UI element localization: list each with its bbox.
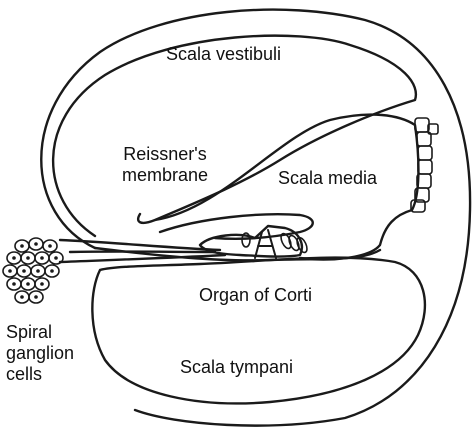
scala-tympani-wall (91, 256, 427, 405)
organ-of-corti-structure (198, 224, 304, 258)
spiral-ganglion-nuclei (8, 242, 58, 299)
stria-vascularis-cells (410, 117, 439, 213)
label-organ-of-corti: Organ of Corti (199, 285, 313, 305)
cochlear-nerve-fibers (58, 238, 227, 264)
label-spiral-ganglion-cells: Spiral ganglion cells (6, 322, 74, 385)
reissners-membrane-boundary (51, 34, 418, 238)
label-scala-vestibuli: Scala vestibuli (166, 44, 282, 64)
label-scala-media: Scala media (278, 168, 378, 188)
label-spiral-ganglion-line3: cells (6, 364, 43, 384)
hair-cells (241, 232, 308, 254)
label-spiral-ganglion-line1: Spiral (6, 322, 53, 342)
pillar-cells (254, 229, 277, 259)
outer-cochlear-wall (40, 8, 472, 427)
label-scala-tympani: Scala tympani (180, 357, 294, 377)
label-reissners-membrane: Reissner's membrane (110, 144, 220, 186)
label-reissners-membrane-line2: membrane (121, 165, 209, 185)
label-reissners-membrane-line1: Reissner's (123, 144, 207, 164)
spiral-ganglion-cell-cluster (2, 237, 64, 304)
label-spiral-ganglion-line2: ganglion (6, 343, 75, 363)
